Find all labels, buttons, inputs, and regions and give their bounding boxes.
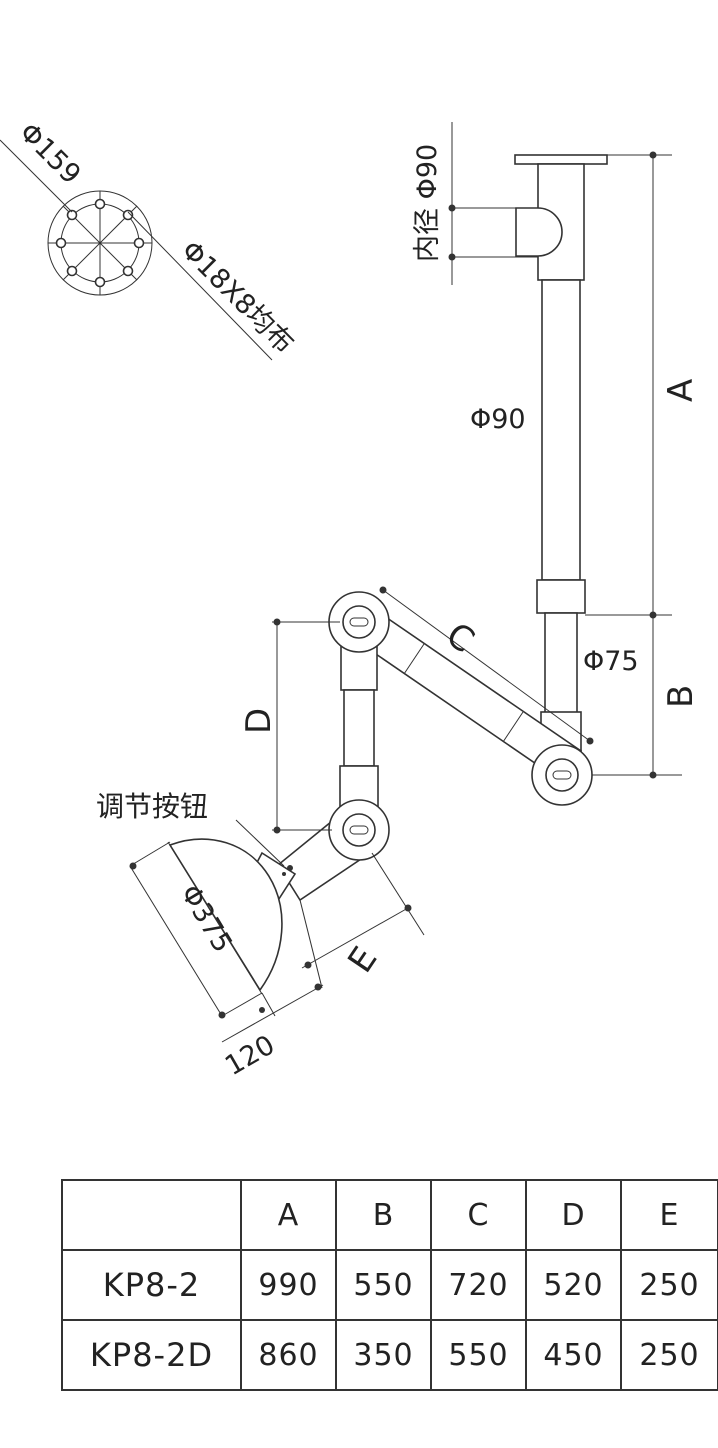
specification-table: A B C D E KP8-2 990 550 720 520 250 KP8-… xyxy=(61,1179,718,1391)
flange-diameter-label: Φ159 xyxy=(13,117,86,190)
model-cell: KP8-2 xyxy=(61,1249,242,1321)
dimension-inner-diameter: 内径 Φ90 xyxy=(412,122,538,285)
dimension-a-b: A B xyxy=(585,151,701,779)
inner-diameter-label: 内径 Φ90 xyxy=(412,144,443,262)
table-header-cell: C xyxy=(430,1179,527,1251)
table-row: KP8-2 990 550 720 520 250 xyxy=(61,1249,718,1321)
table-cell: 350 xyxy=(335,1319,432,1391)
table-cell: 550 xyxy=(335,1249,432,1321)
table-header-cell: A xyxy=(240,1179,337,1251)
table-cell: 250 xyxy=(620,1319,718,1391)
dimension-d: D xyxy=(239,618,340,834)
bolt-holes xyxy=(55,198,145,288)
table-row: KP8-2D 860 350 550 450 250 xyxy=(61,1319,718,1391)
table-cell: 860 xyxy=(240,1319,337,1391)
table-header-cell: D xyxy=(525,1179,622,1251)
table-cell: 450 xyxy=(525,1319,622,1391)
dim-b-label: B xyxy=(661,685,701,708)
dim-e-label: E xyxy=(340,940,385,980)
dim-a-label: A xyxy=(661,379,701,402)
bolt-holes-label: Φ18X8均布 xyxy=(175,235,300,360)
flange-top-view: Φ159 Φ18X8均布 xyxy=(0,117,300,361)
fume-extraction-arm-diagram: Φ159 Φ18X8均布 xyxy=(0,117,701,1082)
table-cell: 550 xyxy=(430,1319,527,1391)
model-cell: KP8-2D xyxy=(61,1319,242,1391)
table-cell: 720 xyxy=(430,1249,527,1321)
table-cell: 250 xyxy=(620,1249,718,1321)
table-header-cell xyxy=(61,1179,242,1251)
lower-pipe-diameter-label: Φ75 xyxy=(583,646,639,677)
table-cell: 520 xyxy=(525,1249,622,1321)
upper-pipe-diameter-label: Φ90 xyxy=(470,404,526,435)
joint-elbow xyxy=(531,744,593,806)
table-header-cell: E xyxy=(620,1179,718,1251)
adjust-knob-label: 调节按钮 xyxy=(96,790,208,823)
joint-lower xyxy=(328,799,390,861)
dim-d-label: D xyxy=(239,708,279,734)
table-header-row: A B C D E xyxy=(61,1179,718,1251)
dim-c-label: C xyxy=(439,615,482,661)
upper-assembly xyxy=(514,154,608,758)
table-cell: 990 xyxy=(240,1249,337,1321)
hood xyxy=(167,838,283,995)
table-header-cell: B xyxy=(335,1179,432,1251)
vertical-arm xyxy=(339,624,379,817)
hood-depth-label: 120 xyxy=(220,1029,280,1082)
